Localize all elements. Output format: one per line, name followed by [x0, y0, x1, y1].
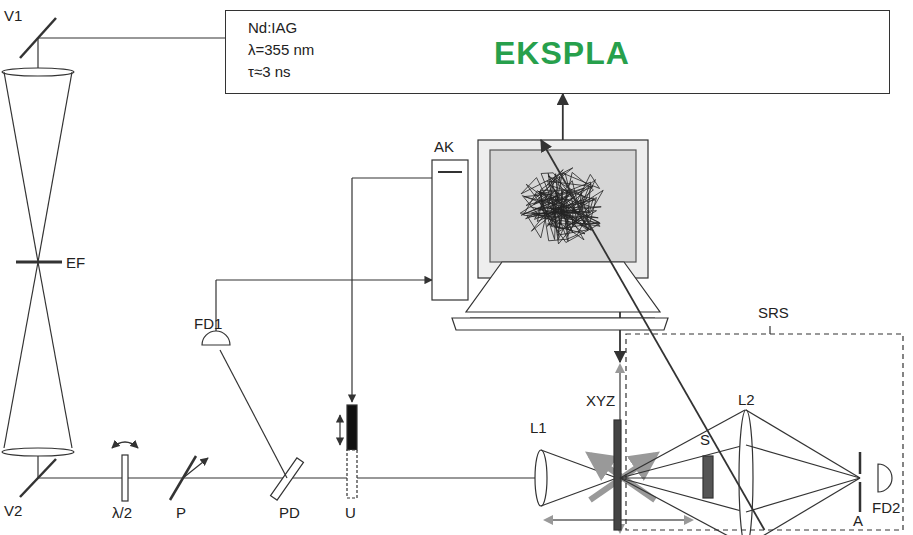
signal-arrow	[541, 140, 765, 530]
computer: AK	[432, 140, 650, 335]
component-label: A	[853, 513, 863, 530]
component-label: V1	[4, 8, 22, 25]
laser-box: Nd:IAG λ=355 nm τ≈3 ns EKSPLA	[225, 10, 890, 94]
component-label: L2	[738, 392, 755, 409]
component-label: U	[345, 505, 356, 522]
component-label: PD	[279, 505, 300, 522]
component-label: V2	[4, 503, 22, 520]
component-label: EF	[66, 255, 85, 272]
node-text: SRS	[758, 304, 789, 321]
node-text: EKSPLA	[494, 35, 630, 72]
node-text: AK	[434, 138, 454, 155]
node-text: τ≈3 ns	[248, 63, 291, 80]
node-text: Nd:IAG	[248, 19, 297, 36]
component-label: L1	[530, 420, 547, 437]
component-label: XYZ	[586, 393, 615, 410]
component-label: FD2	[872, 500, 900, 517]
component-label: P	[176, 505, 186, 522]
node-text: λ=355 nm	[248, 41, 314, 58]
component-label: FD1	[194, 316, 222, 333]
spectrometer-region: SRS	[626, 334, 903, 530]
signal-arrow	[562, 94, 564, 140]
component-label: λ/2	[112, 505, 132, 522]
component-label: S	[700, 432, 710, 449]
